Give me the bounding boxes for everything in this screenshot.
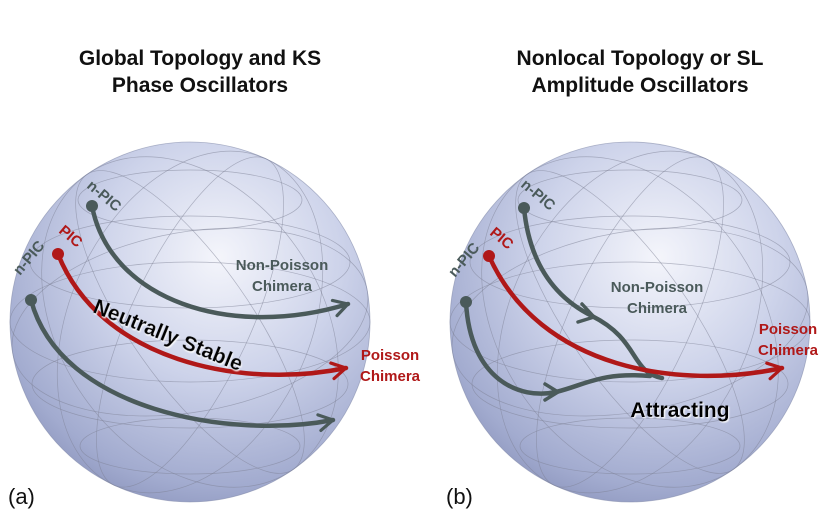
nonpoisson-label-a-2: Chimera bbox=[252, 278, 313, 295]
panel-b-title-line-2: Amplitude Oscillators bbox=[531, 74, 749, 97]
npic-top-dot-b bbox=[518, 202, 530, 214]
poisson-label-a-2: Chimera bbox=[360, 368, 421, 385]
panel-a-title-line-1: Global Topology and KS bbox=[78, 47, 322, 70]
pic-dot-b bbox=[483, 250, 495, 262]
panel-a-tag: (a) bbox=[8, 484, 35, 509]
panel-b-title: Nonlocal Topology or SL Amplitude Oscill… bbox=[460, 45, 820, 99]
npic-left-path-a bbox=[28, 297, 336, 432]
npic-left-dot-a bbox=[25, 294, 37, 306]
npic-top-arrowhead-b bbox=[576, 302, 596, 324]
pic-path-b bbox=[486, 253, 785, 381]
sphere-b bbox=[450, 142, 810, 502]
poisson-label-a-1: Poisson bbox=[361, 347, 419, 364]
npic-left-dot-b bbox=[460, 296, 472, 308]
panel-a: n-PIC PIC n-PIC Non-Poisson Chimera Pois… bbox=[9, 141, 421, 503]
panel-b: n-PIC PIC n-PIC Non-Poisson Chimera Pois… bbox=[445, 141, 819, 503]
pic-path-a bbox=[55, 251, 349, 381]
npic-left-path-b bbox=[463, 299, 653, 396]
npic-left-arrowhead-b bbox=[543, 382, 560, 402]
nonpoisson-label-b-2: Chimera bbox=[627, 300, 688, 317]
poisson-label-b-2: Chimera bbox=[758, 342, 819, 359]
nonpoisson-label-a-1: Non-Poisson bbox=[236, 257, 329, 274]
npic-top-path-a bbox=[89, 203, 351, 320]
poisson-label-b-1: Poisson bbox=[759, 321, 817, 338]
pic-dot-a bbox=[52, 248, 64, 260]
panel-b-title-line-1: Nonlocal Topology or SL bbox=[516, 47, 764, 70]
panel-b-tag: (b) bbox=[446, 484, 473, 509]
attracting-label: Attracting bbox=[630, 399, 729, 422]
panel-a-title-line-2: Phase Oscillators bbox=[111, 74, 289, 97]
panel-a-title: Global Topology and KS Phase Oscillators bbox=[20, 45, 380, 99]
sphere-a bbox=[10, 142, 370, 502]
npic-top-dot-a bbox=[86, 200, 98, 212]
nonpoisson-label-b-1: Non-Poisson bbox=[611, 279, 704, 296]
